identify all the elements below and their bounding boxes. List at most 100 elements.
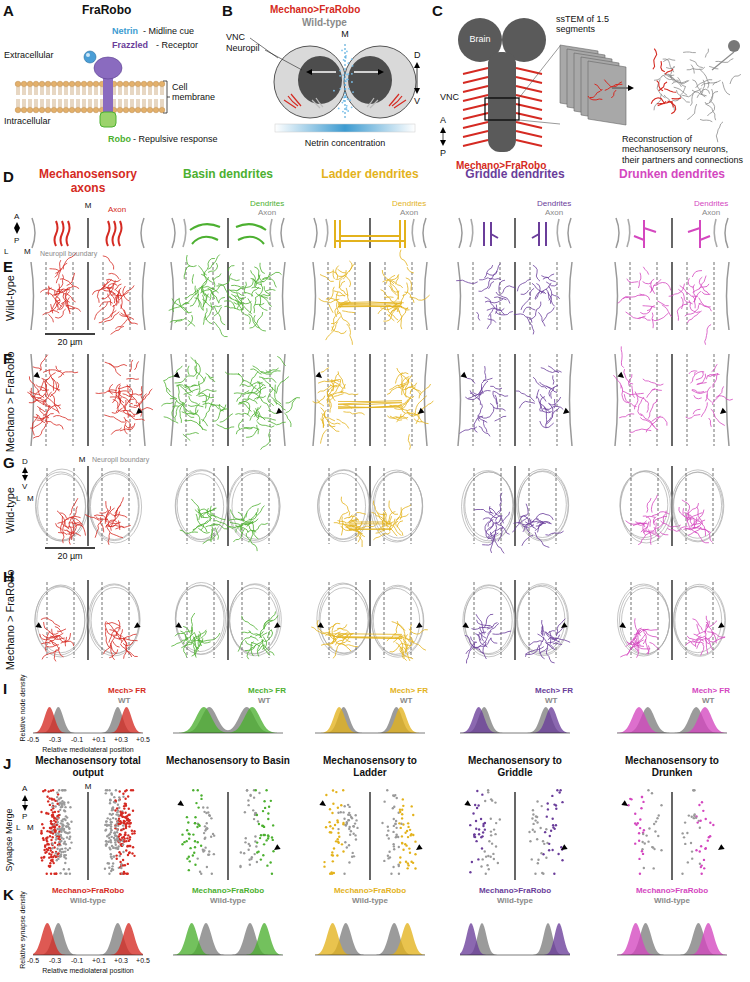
synapse-dot xyxy=(114,831,116,833)
figure-shape xyxy=(473,354,474,446)
lipid-head xyxy=(75,107,81,113)
arrowhead-marker xyxy=(22,475,28,481)
figure-shape xyxy=(115,87,116,95)
neuron-branch xyxy=(246,503,261,517)
lipid-head xyxy=(63,107,69,113)
figure-shape xyxy=(155,87,156,95)
figure-shape xyxy=(97,99,98,107)
synapse-dot xyxy=(114,832,116,834)
neuron-branch xyxy=(115,297,117,306)
commissure xyxy=(338,636,402,638)
neuron-branch xyxy=(489,508,504,523)
neuron-branch xyxy=(345,525,360,527)
neuron-branch xyxy=(225,372,240,375)
synapse-dot xyxy=(46,796,48,798)
figure-shape xyxy=(73,99,74,107)
figure-shape xyxy=(139,99,140,107)
neuron-branch xyxy=(410,387,415,394)
figure-shape xyxy=(85,99,86,107)
figure-shape xyxy=(95,87,96,95)
synapse-dot xyxy=(55,821,57,823)
neuropil-outline xyxy=(518,471,568,540)
synapse-dot xyxy=(56,815,58,817)
figure-shape xyxy=(29,99,30,107)
density-curve xyxy=(460,923,570,955)
neuron-branch xyxy=(268,421,286,425)
lipid-head xyxy=(51,107,57,113)
dendrite-schematic xyxy=(484,222,498,246)
neuropil-boundary xyxy=(458,354,461,446)
synapse-dot xyxy=(58,789,60,791)
neuron-branch xyxy=(387,384,406,394)
synapse-dot xyxy=(60,831,62,833)
sensory-nerve xyxy=(516,113,542,119)
netrin-dot xyxy=(345,107,347,109)
neuron-branch xyxy=(255,303,264,304)
synapse-dot xyxy=(52,805,54,807)
neuron-branch xyxy=(163,373,177,381)
neuron-branch xyxy=(595,84,602,90)
axon-schematic xyxy=(714,219,717,247)
synapse-dot xyxy=(67,823,69,825)
figure-shape xyxy=(29,87,30,95)
commissure xyxy=(338,305,402,307)
commissure xyxy=(338,402,402,404)
neuron-branch xyxy=(134,408,153,415)
neuron-branch xyxy=(164,381,170,392)
netrin-dot xyxy=(346,109,348,111)
neuron-branch xyxy=(531,519,539,524)
neuron-branch xyxy=(487,308,505,311)
synapse-dot xyxy=(60,822,62,824)
figure-shape xyxy=(91,87,92,95)
neuron-branch xyxy=(257,640,263,657)
neuron-branch xyxy=(487,314,491,329)
arrowhead-marker xyxy=(718,622,725,628)
neuron-branch xyxy=(671,101,676,113)
neuron-branch xyxy=(647,498,651,512)
synapse-dot xyxy=(67,849,69,851)
neuron-branch xyxy=(59,303,64,310)
neuron-branch xyxy=(236,523,250,533)
neuron-branch xyxy=(231,278,240,280)
neuron-branch xyxy=(41,618,60,627)
neuron-branch xyxy=(184,402,194,418)
neuron-branch xyxy=(333,644,343,659)
neuron-branch xyxy=(406,278,412,291)
neuron-branch xyxy=(321,368,329,373)
neuron-branch xyxy=(108,294,111,306)
lipid-head xyxy=(117,107,123,113)
neuropil-outline xyxy=(462,471,514,543)
netrin-dot xyxy=(342,102,344,104)
commissure xyxy=(338,305,402,307)
neuron-branch xyxy=(546,282,557,286)
neuron-branch xyxy=(29,376,39,395)
figure-shape xyxy=(87,354,88,446)
figure-shape xyxy=(102,468,103,544)
neuron-branch xyxy=(254,280,262,285)
neuron-branch xyxy=(190,410,200,424)
figure-shape xyxy=(37,99,38,107)
neuron-branch xyxy=(249,513,257,520)
commissure xyxy=(338,637,402,638)
arrowhead-marker xyxy=(22,467,28,473)
neuropil-boundary xyxy=(143,262,146,330)
neuron-branch xyxy=(181,640,191,648)
neuropil-boundary xyxy=(141,218,144,248)
figure-shape xyxy=(37,87,38,95)
neuron-branch xyxy=(699,298,712,312)
neuron-branch xyxy=(188,366,189,375)
neuron-branch xyxy=(664,89,676,93)
neuron-branch xyxy=(651,495,657,513)
neuron-branch xyxy=(490,638,497,643)
neuron-branch xyxy=(96,517,108,520)
neuron-branch xyxy=(286,398,296,413)
neuron-branch xyxy=(203,402,212,422)
figure-shape xyxy=(17,87,18,95)
neuron-branch xyxy=(37,414,54,421)
neuron-branch xyxy=(121,305,132,324)
neuron-branch xyxy=(682,500,690,518)
figure-shape xyxy=(41,87,42,95)
neuron-branch xyxy=(489,506,493,514)
neuron-branch xyxy=(169,303,190,310)
figure-shape xyxy=(369,354,370,446)
